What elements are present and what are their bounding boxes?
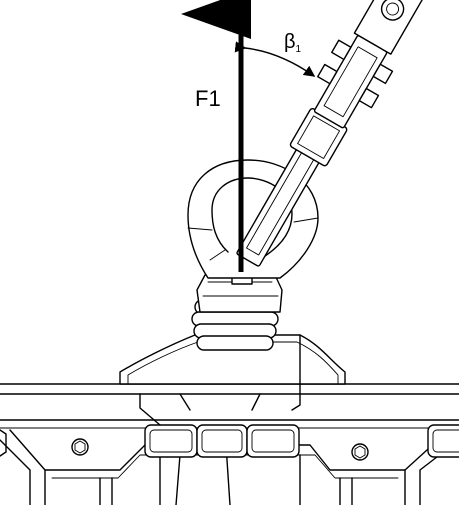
frame-bolt-right xyxy=(351,443,369,461)
swivel-nut xyxy=(196,274,283,313)
frame-pockets xyxy=(0,424,459,458)
angle-arc xyxy=(234,41,316,77)
angle-subscript: 1 xyxy=(296,44,302,55)
angle-label: β1 xyxy=(284,31,302,55)
force-label: F1 xyxy=(195,86,221,111)
shackle-assembly xyxy=(236,0,429,267)
frame-bolt-left xyxy=(71,438,89,456)
angle-symbol: β xyxy=(284,31,296,53)
